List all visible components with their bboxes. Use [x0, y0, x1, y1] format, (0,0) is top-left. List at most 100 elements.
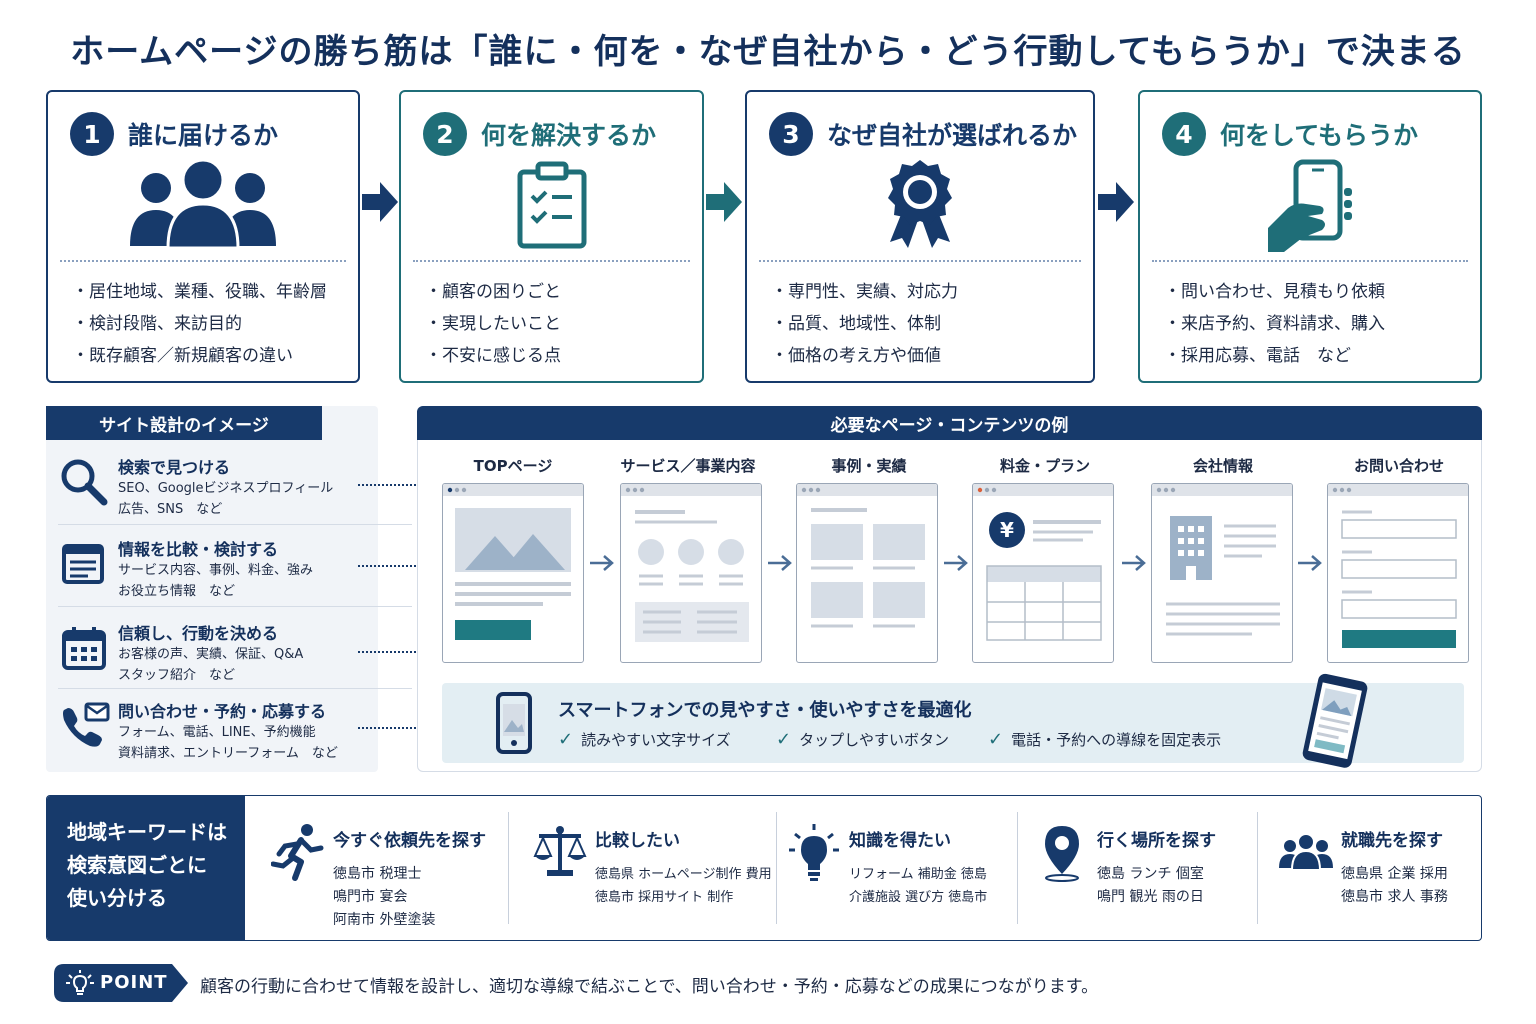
people-group-icon	[1279, 833, 1333, 871]
people-group-icon	[130, 158, 276, 248]
step-number: 4	[1162, 112, 1206, 156]
keyword-line: 徳島市 税理士	[333, 866, 422, 882]
phone-mail-icon	[63, 702, 110, 747]
step-number: 1	[70, 112, 114, 156]
site-item-compare: 情報を比較・検討する サービス内容、事例、料金、強み お役立ち情報 など	[58, 534, 368, 612]
check-item: ✓ 読みやすい文字サイズ	[558, 729, 731, 750]
checkmark-icon: ✓	[558, 729, 574, 750]
step-card-3: 3 なぜ自社が選ばれるか 専門性、実績、対応力 品質、地域性、体制 価格の考え方…	[745, 90, 1095, 383]
point-label: POINT	[100, 972, 168, 993]
site-item-desc: お客様の声、実績、保証、Q&A スタッフ紹介 など	[118, 644, 303, 686]
site-item-desc: フォーム、電話、LINE、予約機能 資料請求、エントリーフォーム など	[118, 722, 338, 764]
bullet-item: 来店予約、資料請求、購入	[1164, 308, 1385, 340]
tilted-smartphone-icon	[1302, 673, 1368, 768]
bullet-item: 採用応募、電話 など	[1164, 340, 1385, 372]
keyword-line: 介護施設 選び方 徳島市	[849, 890, 988, 905]
desc-line: SEO、Googleビジネスプロフィール	[118, 481, 334, 496]
search-icon	[61, 459, 108, 506]
keyword-column-title: 知識を得たい	[849, 831, 951, 851]
page-mock-price: ¥	[972, 483, 1114, 663]
desc-line: 資料請求、エントリーフォーム など	[118, 746, 338, 761]
check-item: ✓タップしやすいボタン	[776, 729, 949, 750]
flow-arrow-icon	[362, 182, 398, 222]
arrow-right-icon	[768, 555, 792, 571]
keyword-line: 鳴門 観光 雨の日	[1097, 889, 1204, 905]
keyword-line: 徳島県 ホームページ制作 費用	[595, 867, 772, 882]
page-label-contact: お問い合わせ	[1353, 457, 1444, 475]
desc-line: スタッフ紹介 など	[118, 668, 236, 683]
page-mock-cases	[796, 483, 938, 663]
point-text: 顧客の行動に合わせて情報を設計し、適切な導線で結ぶことで、問い合わせ・予約・応募…	[200, 977, 1099, 997]
clipboard-checklist-icon	[517, 161, 586, 249]
smartphone-optimization-box: スマートフォンでの見やすさ・使いやすさを最適化 ✓読みやすい文字サイズ ✓タップ…	[442, 683, 1464, 763]
flow-arrow-icon	[1098, 182, 1134, 222]
keyword-column-title: 行く場所を探す	[1097, 831, 1216, 851]
arrow-right-icon	[1122, 555, 1146, 571]
keyword-heading-line: 使い分ける	[67, 886, 167, 910]
lightbulb-icon	[66, 970, 94, 995]
site-item-contact: 問い合わせ・予約・応募する フォーム、電話、LINE、予約機能 資料請求、エント…	[58, 696, 368, 774]
page-label-company: 会社情報	[1192, 457, 1253, 475]
site-item-trust: 信頼し、行動を決める お客様の声、実績、保証、Q&A スタッフ紹介 など	[58, 618, 368, 696]
keyword-line: 徳島市 採用サイト 制作	[595, 890, 734, 905]
step-number: 3	[769, 112, 813, 156]
keyword-panel: 地域キーワードは 検索意図ごとに 使い分ける 今すぐ依頼先を探す 徳島市 税理士…	[46, 795, 1482, 941]
arrow-right-icon	[590, 555, 614, 571]
page-label-service: サービス／事業内容	[620, 457, 756, 475]
bullet-item: 検討段階、来訪目的	[72, 308, 327, 340]
keyword-line: 阿南市 外壁塗装	[333, 912, 436, 928]
page-mock-contact	[1327, 483, 1469, 663]
site-design-heading: サイト設計のイメージ	[46, 406, 322, 440]
desc-line: 広告、SNS など	[118, 502, 223, 517]
site-item-title: 情報を比較・検討する	[118, 540, 279, 559]
step-bullets: 居住地域、業種、役職、年齢層 検討段階、来訪目的 既存顧客／新規顧客の違い	[72, 276, 327, 372]
keyword-column-title: 今すぐ依頼先を探す	[333, 831, 486, 851]
keyword-heading: 地域キーワードは 検索意図ごとに 使い分ける	[47, 796, 245, 940]
check-label: 読みやすい文字サイズ	[581, 731, 731, 749]
running-person-icon	[271, 824, 324, 881]
site-item-desc: SEO、Googleビジネスプロフィール 広告、SNS など	[118, 478, 333, 520]
step-card-4: 4 何をしてもらうか 問い合わせ、見積もり依頼 来店予約、資料請求、購入 採用応…	[1138, 90, 1482, 383]
keyword-column-title: 比較したい	[595, 831, 680, 851]
keyword-column-compare: 比較したい 徳島県 ホームページ制作 費用 徳島市 採用サイト 制作	[533, 796, 793, 940]
site-item-search: 検索で見つける SEO、Googleビジネスプロフィール 広告、SNS など	[58, 452, 368, 530]
page-label-top: TOPページ	[473, 457, 553, 475]
step-title: 何をしてもらうか	[1220, 121, 1419, 150]
bullet-item: 既存顧客／新規顧客の違い	[72, 340, 327, 372]
site-design-panel: サイト設計のイメージ 検索で見つける SEO、Googleビジネスプロフィール …	[46, 406, 412, 774]
check-label: 電話・予約への導線を固定表示	[1011, 731, 1222, 749]
site-item-title: 検索で見つける	[118, 458, 231, 477]
keyword-column-knowledge: 知識を得たい リフォーム 補助金 徳島 介護施設 選び方 徳島市	[787, 796, 1027, 940]
bullet-item: 問い合わせ、見積もり依頼	[1164, 276, 1385, 308]
desc-line: お役立ち情報 など	[118, 584, 236, 599]
desc-line: フォーム、電話、LINE、予約機能	[118, 725, 316, 740]
flow-arrow-icon	[706, 182, 742, 222]
keyword-column-urgent: 今すぐ依頼先を探す 徳島市 税理士 鳴門市 宴会 阿南市 外壁塗装	[271, 796, 507, 940]
arrow-right-icon	[1298, 555, 1322, 571]
document-list-icon	[62, 544, 104, 584]
hand-smartphone-icon	[1268, 159, 1352, 252]
bullet-item: 実現したいこと	[425, 308, 561, 340]
step-title: なぜ自社が選ばれるか	[827, 121, 1078, 150]
step-card-2: 2 何を解決するか 顧客の困りごと 実現したいこと 不安に感じる点	[399, 90, 704, 383]
keyword-column-title: 就職先を探す	[1341, 831, 1443, 851]
step-title: 何を解決するか	[481, 121, 657, 150]
step-bullets: 問い合わせ、見積もり依頼 来店予約、資料請求、購入 採用応募、電話 など	[1164, 276, 1385, 372]
keyword-column-place: 行く場所を探す 徳島 ランチ 個室 鳴門 観光 雨の日	[1035, 796, 1255, 940]
page-mock-service	[620, 483, 762, 663]
check-label: タップしやすいボタン	[799, 731, 949, 749]
bullet-item: 専門性、実績、対応力	[771, 276, 958, 308]
pages-panel: 必要なページ・コンテンツの例 TOPページ サービス／事業内容 事例・実績 料金…	[417, 406, 1482, 772]
desc-line: サービス内容、事例、料金、強み	[118, 563, 314, 578]
site-item-title: 問い合わせ・予約・応募する	[118, 702, 327, 721]
keyword-line: 鳴門市 宴会	[333, 889, 408, 905]
bullet-item: 不安に感じる点	[425, 340, 561, 372]
calendar-icon	[62, 627, 106, 670]
step-bullets: 顧客の困りごと 実現したいこと 不安に感じる点	[425, 276, 561, 372]
keyword-line: 徳島 ランチ 個室	[1097, 866, 1204, 882]
bullet-item: 居住地域、業種、役職、年齢層	[72, 276, 327, 308]
page-label-cases: 事例・実績	[831, 457, 907, 475]
keyword-line: 徳島市 求人 事務	[1341, 889, 1448, 905]
page-title: ホームページの勝ち筋は「誰に・何を・なぜ自社から・どう行動してもらうか」で決まる	[70, 32, 1466, 72]
pages-heading: 必要なページ・コンテンツの例	[417, 406, 1482, 440]
